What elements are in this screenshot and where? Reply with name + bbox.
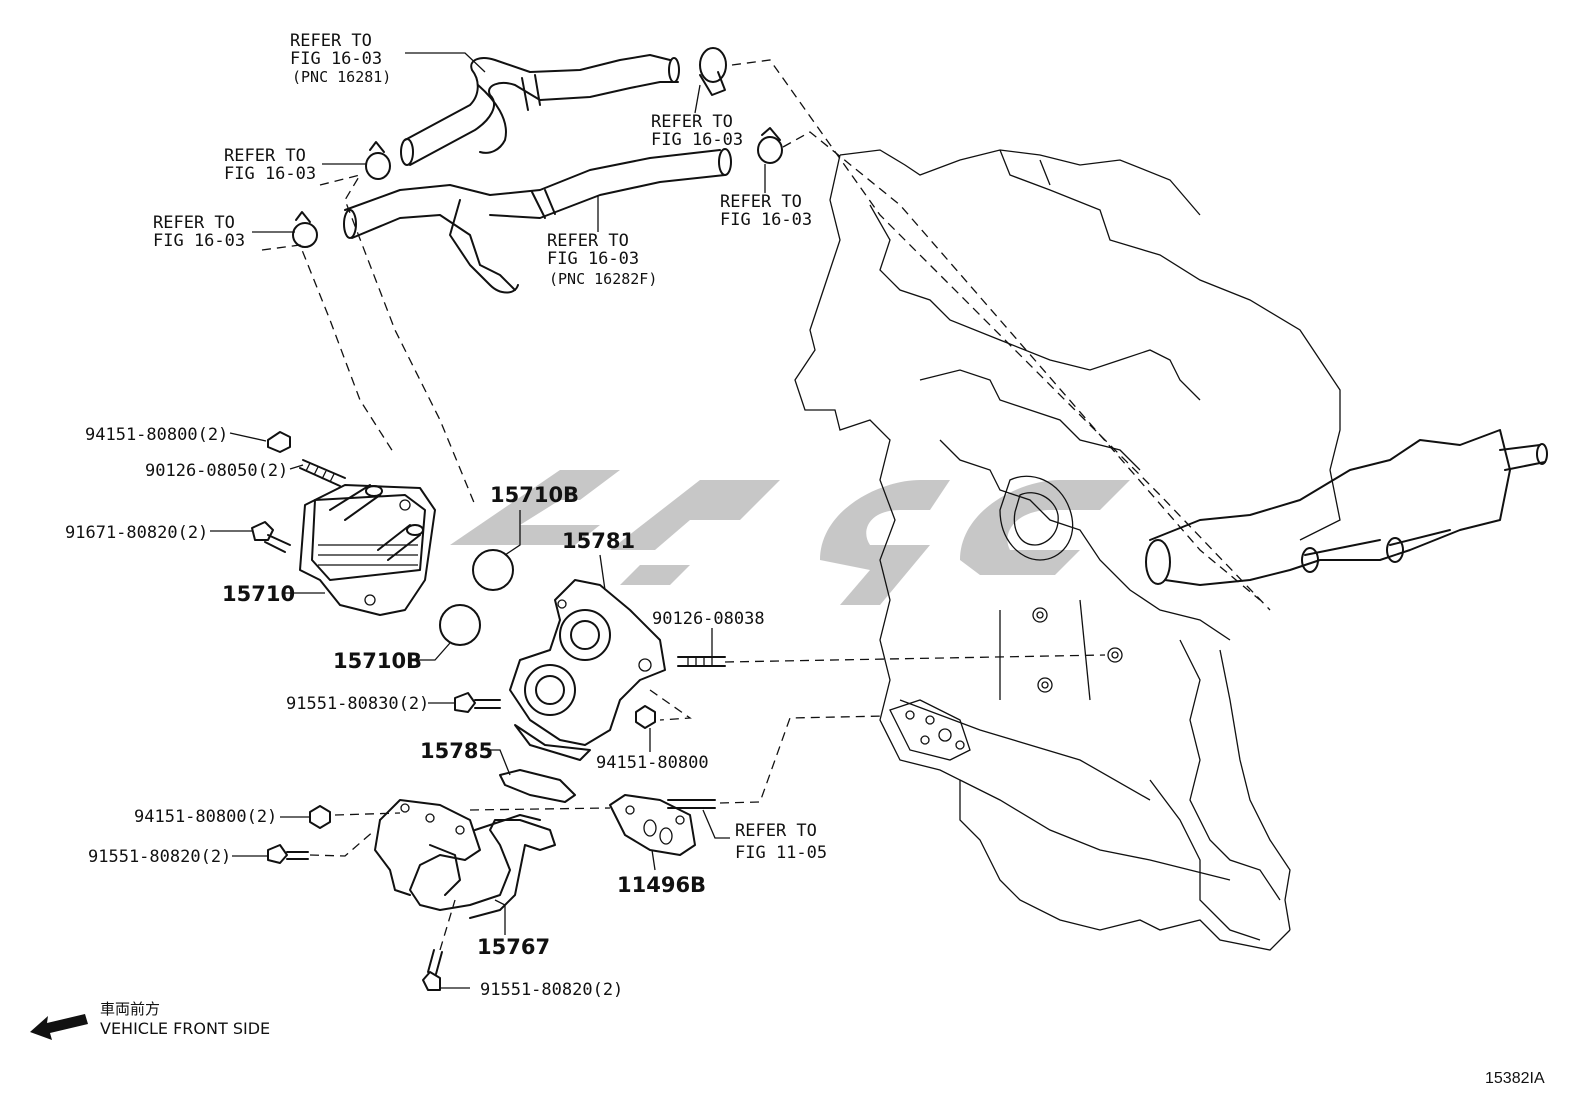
bolt-91551-80820-bottom <box>422 949 443 991</box>
dashed-guides <box>261 59 1271 951</box>
stud-90126-08038 <box>677 656 726 667</box>
refer-label-lower-hose: REFER TO FIG 16-03 <box>547 231 639 269</box>
refer-label-clamp-left-2: REFER TO FIG 16-03 <box>153 213 245 251</box>
part-label-11496B: 11496B <box>617 873 706 897</box>
clamp-left-1 <box>365 141 391 180</box>
part-label-90126-08038: 90126-08038 <box>652 609 765 629</box>
part-label-90126-08050-2: 90126-08050(2) <box>145 461 288 481</box>
part-label-91551-80820-2-left: 91551-80820(2) <box>88 847 231 867</box>
part-label-91551-80830-2: 91551-80830(2) <box>286 694 429 714</box>
refer-label-fig-11-05: REFER TO FIG 11-05 <box>735 821 827 863</box>
o-ring-15710B-bottom <box>439 604 481 646</box>
oil-cooler-15710 <box>299 484 436 616</box>
gasket-11496B <box>609 794 696 856</box>
refer-label-clamp-top: REFER TO FIG 16-03 <box>651 112 743 150</box>
direction-label-english: VEHICLE FRONT SIDE <box>100 1019 270 1038</box>
housing-15781 <box>509 579 666 761</box>
pipe-15767 <box>374 799 556 919</box>
refer-label-lower-hose-pnc: (PNC 16282F) <box>549 270 657 288</box>
part-label-94151-80800-2-bottom: 94151-80800(2) <box>134 807 277 827</box>
part-label-15710B-top: 15710B <box>490 483 579 507</box>
clamp-right <box>757 127 783 164</box>
bolt-91551-80820-left <box>267 844 309 864</box>
part-label-91671-80820-2: 91671-80820(2) <box>65 523 208 543</box>
stud-90126-08050 <box>299 459 346 487</box>
clamp-left-2 <box>292 211 318 248</box>
part-label-15710B-bottom: 15710B <box>333 649 422 673</box>
hose-lower <box>343 148 732 294</box>
leader-lines <box>210 52 766 989</box>
part-label-15767: 15767 <box>477 935 550 959</box>
refer-label-top-hose: REFER TO FIG 16-03 <box>290 31 382 69</box>
clamp-top <box>699 47 727 96</box>
engine-outline <box>794 149 1548 951</box>
part-label-94151-80800-2-top: 94151-80800(2) <box>85 425 228 445</box>
part-label-91551-80820-2-bottom: 91551-80820(2) <box>480 980 623 1000</box>
direction-label-japanese: 車両前方 <box>100 1000 160 1018</box>
stud-refer-11-05 <box>667 799 716 809</box>
part-label-94151-80800: 94151-80800 <box>596 753 709 773</box>
bolt-94151-80800-bottom <box>309 805 331 829</box>
part-label-15785: 15785 <box>420 739 493 763</box>
figure-id: 15382IA <box>1485 1070 1545 1087</box>
hose-upper <box>400 54 680 166</box>
o-ring-15710B-top <box>472 549 514 591</box>
nut-94151-80800 <box>635 705 656 729</box>
gasket-15785 <box>499 769 576 803</box>
bolt-94151-80800-top <box>267 431 291 453</box>
part-label-15710: 15710 <box>222 582 295 606</box>
part-label-15781: 15781 <box>562 529 635 553</box>
refer-label-top-hose-pnc: (PNC 16281) <box>292 68 391 86</box>
bolt-91551-80830 <box>454 692 501 713</box>
refer-label-clamp-right: REFER TO FIG 16-03 <box>720 192 812 230</box>
vehicle-front-arrow-icon <box>30 1014 88 1040</box>
bolt-91671-80820 <box>251 521 291 553</box>
refer-label-clamp-left-1: REFER TO FIG 16-03 <box>224 146 316 184</box>
